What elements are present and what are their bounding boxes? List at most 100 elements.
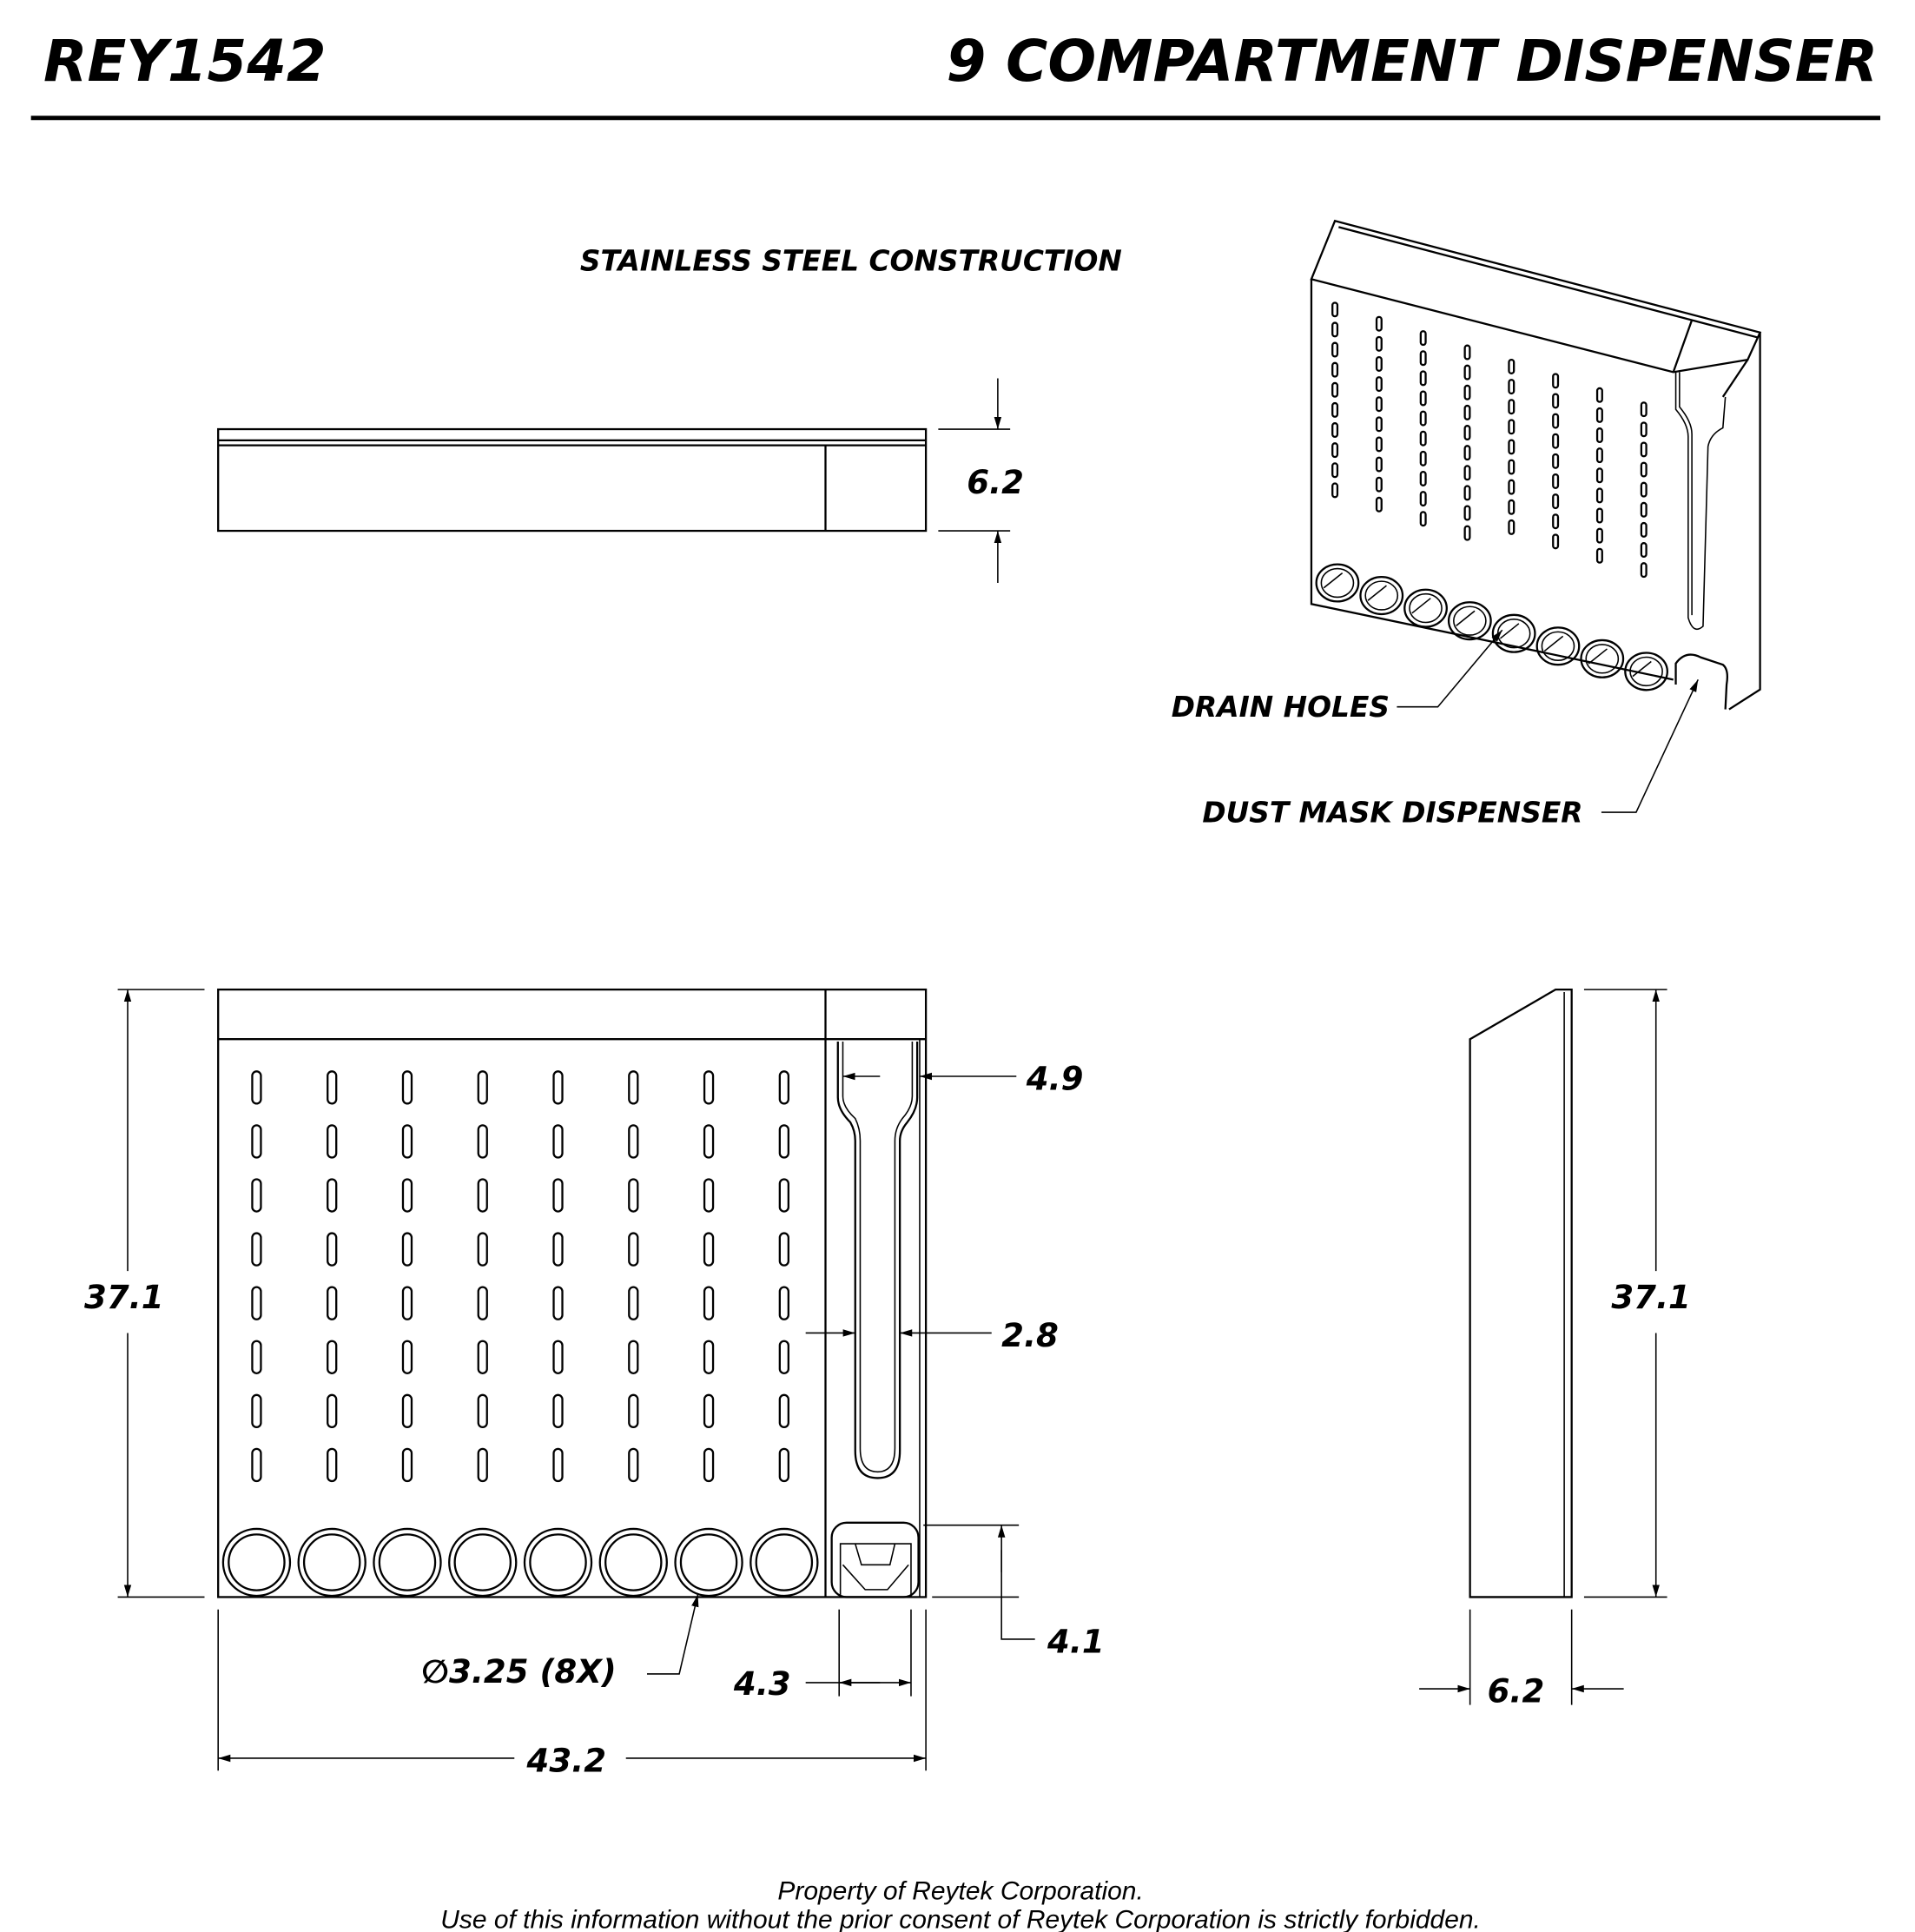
drain-hole	[523, 1527, 593, 1598]
dust-mask-slot	[836, 1042, 919, 1479]
iso-drain-slot	[1595, 427, 1603, 444]
iso-drain-slot	[1419, 370, 1427, 387]
side-view: 37.1 6.2	[1419, 988, 1691, 1710]
part-number: REY1542	[43, 29, 327, 95]
iso-drain-hole	[1624, 652, 1668, 691]
drain-hole	[749, 1527, 819, 1598]
iso-drain-slot	[1331, 341, 1339, 358]
iso-drain-slot	[1463, 485, 1471, 501]
dim-drain-hole-diameter: ∅3.25 (8X)	[421, 1653, 617, 1690]
drain-hole-inner	[604, 1533, 663, 1591]
iso-drain-slot	[1508, 379, 1515, 395]
dim-overall-width: 43.2	[526, 1743, 607, 1780]
dim-side-depth: 6.2	[1488, 1673, 1545, 1710]
drain-slot	[703, 1447, 715, 1483]
iso-drain-slot	[1463, 364, 1471, 380]
iso-drain-slot	[1419, 350, 1427, 367]
drain-slot	[327, 1178, 338, 1213]
iso-drain-slot	[1552, 513, 1560, 530]
iso-drain-hole-mark	[1456, 610, 1476, 626]
dim-front-height: 37.1	[84, 1279, 164, 1316]
drain-slot	[401, 1232, 413, 1267]
iso-drain-slot	[1331, 321, 1339, 338]
iso-drain-slot	[1375, 436, 1383, 453]
dim-slot-width: 2.8	[1001, 1317, 1059, 1354]
iso-drain-slot	[1463, 465, 1471, 481]
iso-drain-slot	[1508, 358, 1515, 374]
iso-drain-slot	[1595, 467, 1603, 484]
iso-drain-slot	[1331, 361, 1339, 378]
drain-slot	[401, 1286, 413, 1320]
drain-slot	[552, 1178, 564, 1213]
drain-slot	[401, 1340, 413, 1374]
iso-drain-slot	[1595, 387, 1603, 403]
drain-slot	[327, 1447, 338, 1483]
iso-drain-slot	[1508, 459, 1515, 475]
front-view	[217, 988, 928, 1598]
drain-slot	[477, 1340, 488, 1374]
iso-drain-hole	[1403, 588, 1448, 628]
iso-drain-slot	[1419, 390, 1427, 407]
dim-slot-top-width: 4.9	[1026, 1061, 1084, 1098]
iso-drain-slot	[1331, 381, 1339, 398]
dim-mask-height: 4.1	[1047, 1624, 1105, 1661]
iso-drain-slot	[1552, 433, 1560, 449]
drain-slot	[477, 1447, 488, 1483]
iso-drain-hole-inner	[1585, 644, 1620, 674]
iso-drain-hole-mark	[1411, 598, 1431, 614]
dim-top-depth: 6.2	[967, 464, 1024, 501]
iso-drain-hole-mark	[1632, 660, 1652, 678]
drain-hole-inner	[302, 1533, 361, 1591]
drain-hole-inner	[679, 1533, 738, 1591]
drain-hole-inner	[228, 1533, 286, 1591]
drain-slot	[251, 1340, 262, 1374]
iso-drain-hole-mark	[1543, 635, 1564, 652]
iso-drain-slot	[1552, 373, 1560, 389]
drain-slot	[703, 1232, 715, 1267]
iso-drain-slot	[1595, 547, 1603, 564]
iso-drain-slot	[1375, 396, 1383, 413]
drain-slot	[251, 1070, 262, 1105]
drain-slot	[327, 1340, 338, 1374]
drain-hole-inner	[378, 1533, 437, 1591]
iso-drain-slot	[1552, 533, 1560, 550]
drain-hole	[448, 1527, 518, 1598]
iso-drain-slot	[1419, 491, 1427, 507]
iso-drain-slot	[1508, 399, 1515, 415]
iso-drain-slot	[1640, 501, 1648, 518]
iso-drain-slot	[1640, 441, 1648, 458]
iso-drain-slot	[1331, 482, 1339, 499]
iso-drain-slot	[1419, 511, 1427, 527]
drain-slot	[327, 1393, 338, 1429]
drain-slot	[778, 1178, 789, 1213]
iso-drain-slot	[1552, 393, 1560, 409]
drain-slot	[552, 1232, 564, 1267]
dim-side-height: 37.1	[1611, 1279, 1691, 1316]
drain-slot	[628, 1340, 639, 1374]
iso-drain-slot	[1463, 344, 1471, 361]
iso-drain-slot	[1375, 355, 1383, 372]
drain-slot	[477, 1070, 488, 1105]
iso-drain-slot	[1331, 442, 1339, 459]
iso-drain-slot	[1552, 493, 1560, 510]
iso-drain-hole-mark	[1588, 648, 1608, 665]
isometric-view	[1310, 219, 1762, 711]
drain-slot	[401, 1393, 413, 1429]
dust-mask-label: DUST MASK DISPENSER	[1202, 796, 1582, 829]
iso-drain-slot	[1419, 450, 1427, 466]
drain-slot	[401, 1124, 413, 1159]
front-dimensions: 37.1 4.9 2.8 4.1 4.3 ∅3.25 (8X) 43.2	[84, 989, 1105, 1780]
iso-drain-hole	[1315, 563, 1360, 603]
drain-slot	[552, 1070, 564, 1105]
drain-slot	[552, 1340, 564, 1374]
drain-slot	[327, 1232, 338, 1267]
iso-drain-slot	[1375, 456, 1383, 473]
iso-drain-slot	[1552, 473, 1560, 489]
drain-slot	[703, 1393, 715, 1429]
iso-drain-hole-inner	[1364, 580, 1399, 611]
iso-drain-hole	[1580, 638, 1625, 678]
drain-slot	[628, 1286, 639, 1320]
drain-slot	[327, 1286, 338, 1320]
iso-drain-slot	[1595, 527, 1603, 544]
